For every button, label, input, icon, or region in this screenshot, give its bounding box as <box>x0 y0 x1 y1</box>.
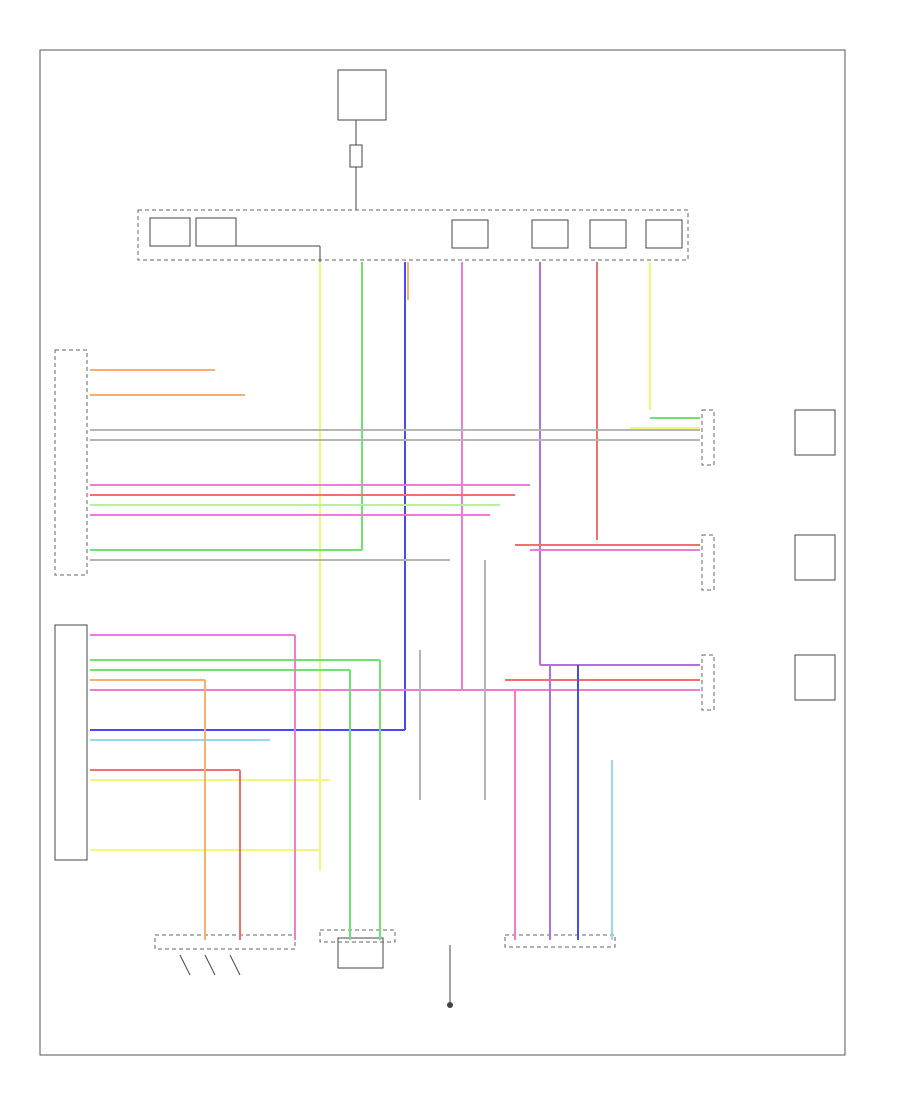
right-components <box>701 409 836 711</box>
ecu-upper <box>54 349 88 576</box>
switch-left <box>154 934 296 976</box>
horizontal-wires <box>90 369 700 851</box>
junction-block <box>137 209 689 262</box>
diagram-frame <box>39 49 846 1056</box>
connector-right <box>504 934 616 948</box>
ecu-lower <box>54 624 88 861</box>
fuse-block-top <box>337 69 387 210</box>
lower-vertical-wires <box>204 560 613 940</box>
switch-center <box>319 929 396 969</box>
ground-center <box>447 945 453 1008</box>
